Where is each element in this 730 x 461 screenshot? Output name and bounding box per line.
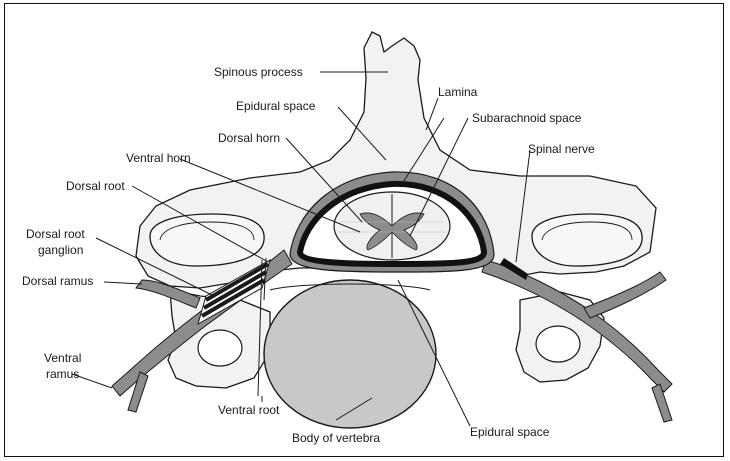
label-ventral-ramus-line2: ramus [46, 367, 79, 381]
label-dorsal-ramus: Dorsal ramus [22, 274, 93, 288]
foramen-right [536, 326, 580, 362]
label-ventral-horn: Ventral horn [126, 151, 191, 165]
label-body-of-vertebra: Body of vertebra [292, 431, 380, 445]
label-epidural-space-bottom: Epidural space [470, 425, 550, 439]
spinal-cord [334, 192, 450, 260]
foramen-left [198, 330, 242, 366]
label-dorsal-root-ganglion-line2: ganglion [38, 243, 83, 257]
vertebral-body [264, 280, 436, 428]
label-dorsal-root: Dorsal root [66, 179, 125, 193]
label-lamina: Lamina [438, 85, 478, 99]
label-spinous-process: Spinous process [214, 65, 303, 79]
label-epidural-space-top: Epidural space [236, 99, 316, 113]
label-subarachnoid-space: Subarachnoid space [472, 111, 582, 125]
label-dorsal-horn: Dorsal horn [218, 131, 280, 145]
label-ventral-ramus-line1: Ventral [44, 351, 81, 365]
label-ventral-root: Ventral root [218, 403, 280, 417]
dorsal-ramus-nerve-right [584, 272, 666, 318]
label-dorsal-root-ganglion-line1: Dorsal root [26, 227, 85, 241]
label-spinal-nerve: Spinal nerve [528, 142, 595, 156]
ventral-ramus-right [652, 384, 672, 422]
